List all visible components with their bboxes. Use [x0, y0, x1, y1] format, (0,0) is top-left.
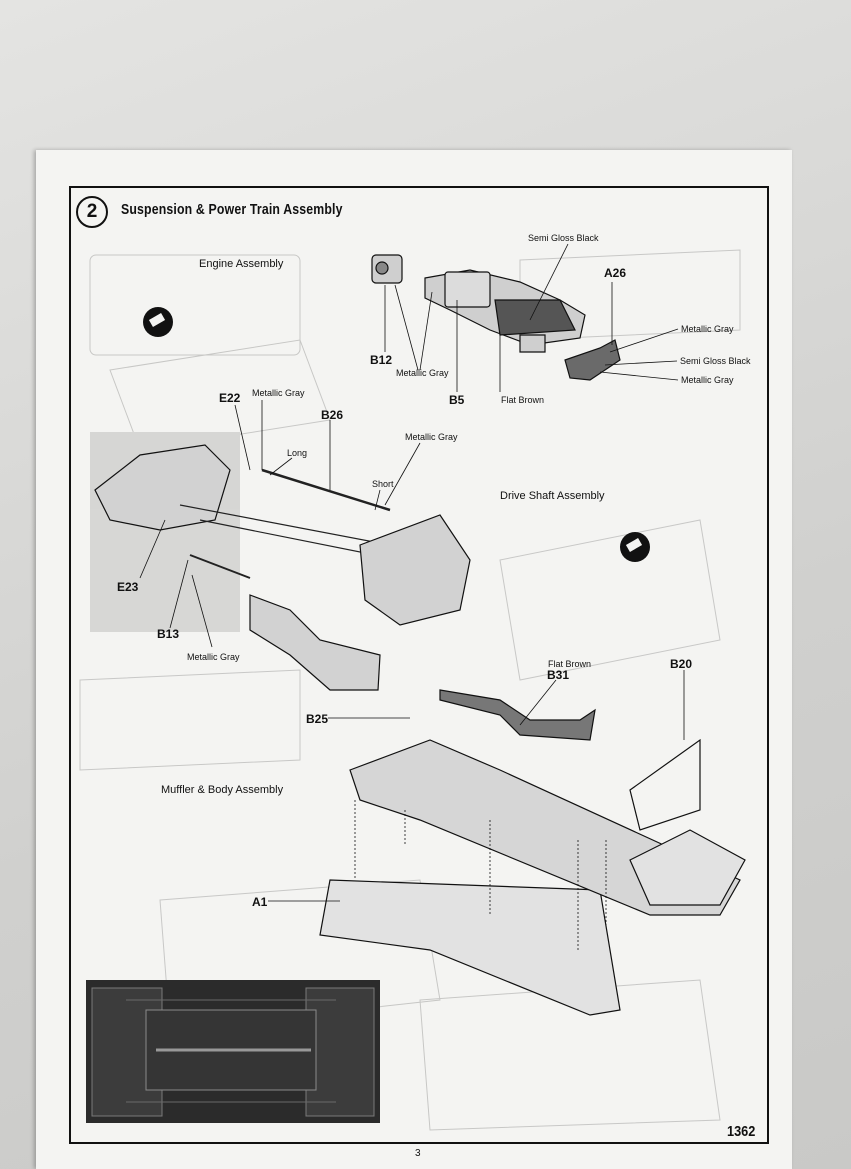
part-label-a26: A26 — [604, 266, 627, 280]
callout-metallic-gray: Metallic Gray — [681, 375, 734, 385]
part-label-a1: A1 — [252, 895, 268, 909]
paint-brush-icon — [620, 532, 650, 562]
page-number: 3 — [415, 1148, 421, 1159]
assembled-chassis-photo — [86, 980, 380, 1123]
part-label-b26: B26 — [321, 408, 344, 422]
leader-lines — [139, 243, 685, 950]
callout-metallic-gray: Metallic Gray — [187, 652, 240, 662]
part-label-b20: B20 — [670, 657, 693, 671]
engine-assembly-heading: Engine Assembly — [199, 258, 284, 270]
engine-assembly-drawing — [371, 254, 621, 381]
callout-metallic-gray: Metallic Gray — [252, 388, 305, 398]
callout-flat-brown: Flat Brown — [501, 395, 545, 405]
drive-shaft-assembly-heading: Drive Shaft Assembly — [500, 490, 605, 502]
catalog-number: 1362 — [727, 1123, 756, 1140]
part-label-b12: B12 — [370, 353, 393, 367]
callout-flat-brown: Flat Brown — [548, 659, 592, 669]
suspension-drawing — [94, 444, 471, 691]
chassis-photo-graphic — [91, 987, 375, 1117]
chassis-drawing — [319, 689, 746, 1016]
part-label-b31: B31 — [547, 668, 570, 682]
step-title: Suspension & Power Train Assembly — [121, 201, 343, 218]
callout-metallic-gray: Metallic Gray — [681, 324, 734, 334]
part-label-b25: B25 — [306, 712, 329, 726]
callout-semi-gloss-black: Semi Gloss Black — [528, 233, 599, 243]
part-label-b13: B13 — [157, 627, 180, 641]
callout-metallic-gray: Metallic Gray — [405, 432, 458, 442]
paint-brush-icon — [143, 307, 173, 337]
part-label-b5: B5 — [449, 393, 465, 407]
callout-long: Long — [287, 448, 308, 458]
callout-short: Short — [372, 479, 394, 489]
callout-semi-gloss-black: Semi Gloss Black — [680, 356, 751, 366]
step-frame — [69, 186, 769, 1144]
callout-metallic-gray: Metallic Gray — [396, 368, 449, 378]
part-label-e23: E23 — [117, 580, 139, 594]
part-label-e22: E22 — [219, 391, 241, 405]
muffler-body-assembly-heading: Muffler & Body Assembly — [161, 784, 284, 796]
step-number: 2 — [76, 196, 108, 228]
